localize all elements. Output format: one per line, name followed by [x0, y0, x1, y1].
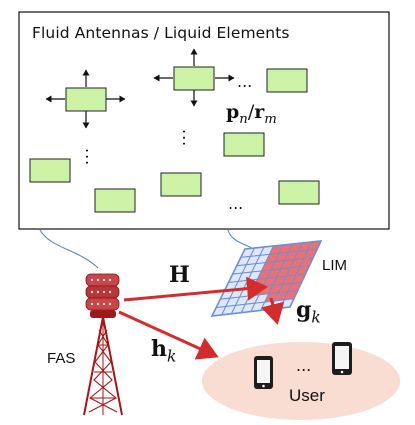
channel-label-hk: hk [151, 336, 177, 366]
fas-tower [83, 273, 123, 416]
smartphone-icon [332, 342, 352, 375]
lim-frame [210, 240, 323, 317]
ellipsis: ... [179, 129, 198, 148]
movable-element-top [153, 48, 235, 107]
user-region [202, 342, 400, 420]
smartphone-icon [254, 356, 273, 389]
antenna-element [160, 172, 202, 197]
channel-label-H: H [169, 262, 190, 288]
antenna-element [29, 158, 71, 183]
ellipsis: ... [82, 148, 101, 167]
channel-arrow-gk [260, 297, 285, 325]
channel-arrow-hk [118, 310, 219, 360]
panel-frame [18, 11, 390, 230]
movable-element-left [45, 69, 126, 129]
antenna-element [266, 68, 308, 93]
lim-label: LIM [322, 257, 348, 274]
user-ellipsis: ... [296, 356, 312, 375]
user-label: User [289, 386, 325, 405]
antenna-element [278, 180, 320, 205]
antenna-element [94, 188, 136, 213]
panel-title: Fluid Antennas / Liquid Elements [32, 24, 290, 42]
connector-to-fas [39, 229, 99, 269]
ellipsis: ... [237, 72, 253, 91]
ellipsis: ... [228, 194, 244, 213]
position-vector-label: pn/rm [226, 101, 277, 127]
fas-label: FAS [47, 350, 76, 367]
channel-arrow-H [123, 276, 268, 302]
antenna-element [223, 132, 265, 157]
channel-label-gk: gk [296, 297, 321, 327]
